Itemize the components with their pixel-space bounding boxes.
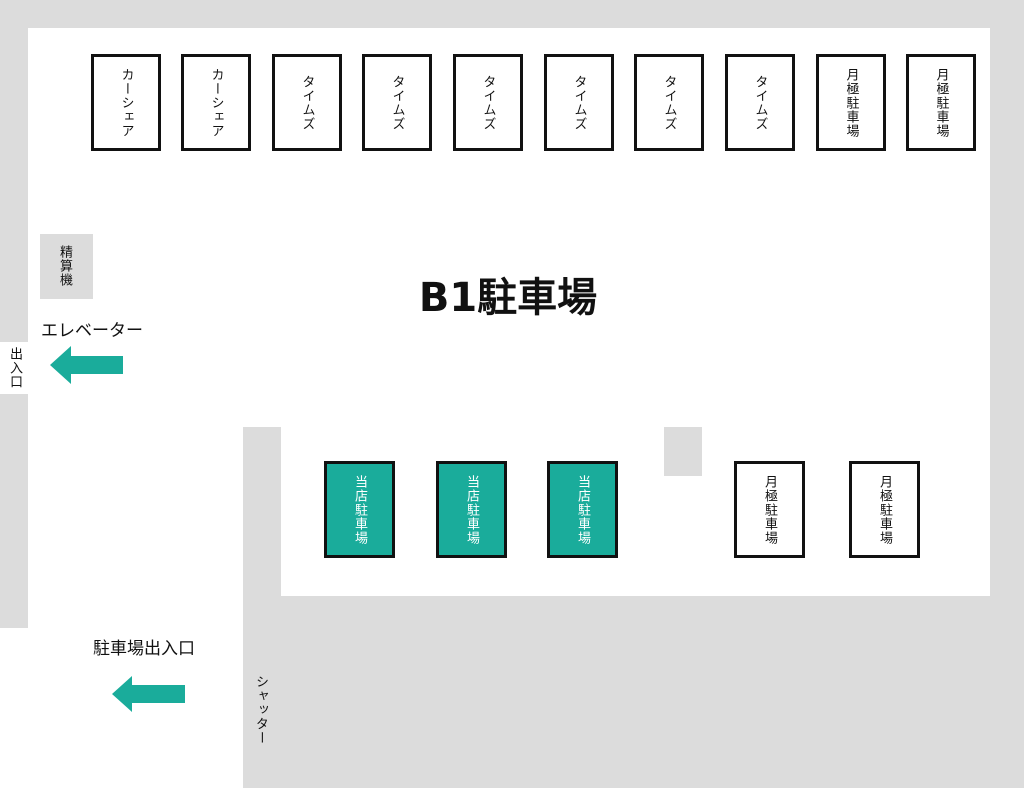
map-title: B1駐車場 bbox=[418, 275, 598, 321]
spot-monthly-2: 月極駐車場 bbox=[849, 461, 920, 558]
spot-top-10: 月極駐車場 bbox=[906, 54, 976, 151]
entrance-label: 出入口 bbox=[7, 347, 22, 389]
spot-store-1: 当店駐車場 bbox=[324, 461, 395, 558]
spot-label: タイムズ bbox=[389, 74, 405, 131]
left-wall-lower bbox=[0, 394, 28, 628]
spot-label: タイムズ bbox=[752, 74, 768, 131]
spot-label: タイムズ bbox=[299, 74, 315, 131]
shutter-wall bbox=[243, 427, 281, 788]
spot-label: 当店駐車場 bbox=[575, 474, 590, 545]
spot-top-7: タイムズ bbox=[634, 54, 704, 151]
spot-label: タイムズ bbox=[480, 74, 496, 131]
spot-label: 月極駐車場 bbox=[933, 67, 949, 138]
spot-label: 月極駐車場 bbox=[877, 474, 892, 545]
spot-store-2: 当店駐車場 bbox=[436, 461, 507, 558]
spot-top-8: タイムズ bbox=[725, 54, 795, 151]
spot-label: 当店駐車場 bbox=[352, 474, 367, 545]
spot-label: カーシェア bbox=[208, 67, 224, 138]
pillar bbox=[664, 427, 702, 476]
spot-label: カーシェア bbox=[118, 67, 134, 138]
spot-top-3: タイムズ bbox=[272, 54, 342, 151]
spot-top-6: タイムズ bbox=[544, 54, 614, 151]
spot-label: 月極駐車場 bbox=[843, 67, 859, 138]
spot-label: タイムズ bbox=[661, 74, 677, 131]
spot-label: タイムズ bbox=[571, 74, 587, 131]
left-wall-upper bbox=[0, 0, 28, 342]
arrow-left-icon bbox=[50, 346, 123, 384]
spot-monthly-1: 月極駐車場 bbox=[734, 461, 805, 558]
spot-top-9: 月極駐車場 bbox=[816, 54, 886, 151]
payment-machine bbox=[40, 234, 93, 299]
spot-top-5: タイムズ bbox=[453, 54, 523, 151]
arrow-left-icon bbox=[112, 676, 185, 712]
spot-store-3: 当店駐車場 bbox=[547, 461, 618, 558]
spot-top-1: カーシェア bbox=[91, 54, 161, 151]
lower-area bbox=[243, 596, 1024, 788]
spot-top-2: カーシェア bbox=[181, 54, 251, 151]
parking-entrance-label: 駐車場出入口 bbox=[93, 639, 195, 659]
spot-label: 月極駐車場 bbox=[762, 474, 777, 545]
top-wall bbox=[0, 0, 1024, 28]
shutter-label: シャッター bbox=[253, 675, 268, 745]
spot-label: 当店駐車場 bbox=[464, 474, 479, 545]
payment-machine-label: 精算機 bbox=[57, 245, 72, 287]
spot-top-4: タイムズ bbox=[362, 54, 432, 151]
elevator-label: エレベーター bbox=[41, 321, 143, 341]
